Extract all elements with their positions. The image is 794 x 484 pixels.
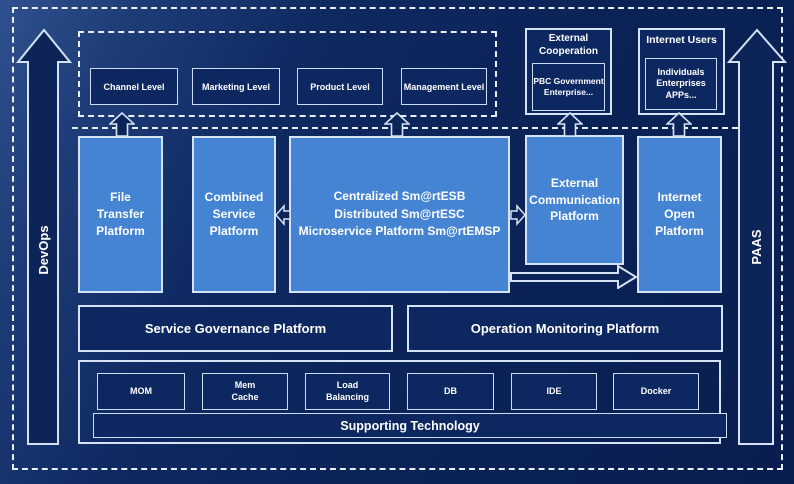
paas-rail-label: PAAS [749, 229, 764, 265]
platform-file-transfer: File Transfer Platform [78, 136, 163, 293]
platform-combined-service: Combined Service Platform [192, 136, 276, 293]
tech-ide: IDE [511, 373, 597, 410]
tech-load-balancing: Load Balancing [305, 373, 390, 410]
tech-mom: MOM [97, 373, 185, 410]
platform-external-communication: External Communication Platform [525, 135, 624, 265]
service-governance-platform: Service Governance Platform [78, 305, 393, 352]
level-channel: Channel Level [90, 68, 178, 105]
devops-rail-label: DevOps [36, 225, 51, 275]
internet-users-title: Internet Users [646, 34, 717, 46]
supporting-container [78, 360, 721, 444]
up-arrow-internet-open-icon [666, 112, 692, 137]
external-cooperation-title: External Cooperation [539, 33, 598, 57]
devops-arrow-icon [16, 28, 72, 445]
operation-monitoring-platform: Operation Monitoring Platform [407, 305, 723, 352]
left-arrow-esb-to-combined-icon [275, 204, 291, 226]
up-arrow-file-transfer-icon [109, 112, 135, 137]
outer-dashed-border [12, 7, 783, 470]
level-management: Management Level [401, 68, 487, 105]
tech-db: DB [407, 373, 494, 410]
platform-internet-open: Internet Open Platform [637, 136, 722, 293]
external-cooperation-box: External Cooperation PBC Government Ente… [525, 28, 612, 115]
long-arrow-esb-to-internet-open-icon [510, 265, 638, 289]
platform-esb-esc-emsp: Centralized Sm@rtESB Distributed Sm@rtES… [289, 136, 510, 293]
levels-separator-dashed-line [72, 127, 738, 129]
tech-mem-cache: Mem Cache [202, 373, 288, 410]
up-arrow-esb-icon [384, 112, 410, 137]
levels-group-box [78, 31, 497, 117]
internet-users-members: Individuals Enterprises APPs... [645, 58, 717, 110]
level-product: Product Level [297, 68, 383, 105]
paas-arrow-icon [727, 28, 787, 445]
right-arrow-esb-to-external-icon [510, 204, 526, 226]
supporting-technology-bar: Supporting Technology [93, 413, 727, 438]
tech-docker: Docker [613, 373, 699, 410]
level-marketing: Marketing Level [192, 68, 280, 105]
up-arrow-external-communication-icon [557, 112, 583, 137]
external-cooperation-members: PBC Government Enterprise... [532, 63, 605, 111]
internet-users-box: Internet Users Individuals Enterprises A… [638, 28, 725, 115]
